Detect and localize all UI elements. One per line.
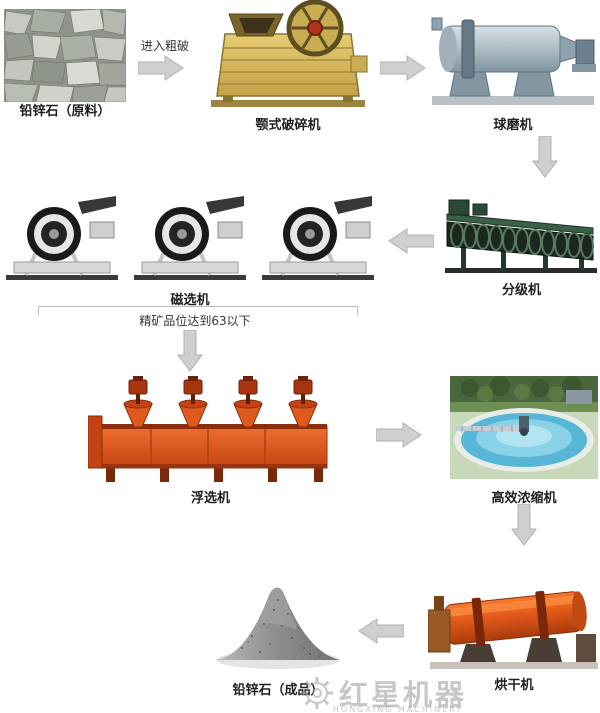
magnetic-separator-photo-1: [2, 196, 122, 280]
arrow-raw-to-crusher-icon: [138, 55, 184, 81]
ball-mill-label: 球磨机: [493, 118, 533, 133]
rocks-illustration: [4, 9, 126, 102]
classifier-photo: [443, 184, 600, 276]
crush-arrow-note: 进入粗破: [140, 39, 189, 53]
thickener-photo: [450, 376, 598, 479]
thickener-label: 高效浓缩机: [491, 491, 557, 506]
gear-logo-icon: [301, 677, 333, 709]
dryer-photo: [428, 556, 600, 674]
ball-mill-illustration: [431, 17, 596, 105]
flotation-illustration: [88, 376, 328, 482]
raw-material-photo: [4, 9, 126, 102]
arrow-thickener-to-dryer-icon: [511, 504, 537, 546]
magnetic-separator-illustration: [262, 196, 374, 280]
dryer-illustration: [428, 590, 598, 669]
magnetic-group-bracket: [38, 306, 358, 315]
ball-mill-photo: [428, 4, 598, 111]
arrow-magnetic-to-flotation-icon: [177, 330, 203, 372]
arrow-flotation-to-thickener-icon: [376, 422, 422, 448]
powder-pile-illustration: [216, 587, 340, 669]
arrow-crusher-to-ballmill-icon: [380, 55, 426, 81]
magnetic-separator-photo-2: [130, 196, 250, 280]
watermark-brand: 红星机器: [339, 678, 468, 712]
jaw-crusher-illustration: [211, 0, 368, 107]
flotation-photo: [88, 372, 333, 484]
flotation-label: 浮选机: [190, 491, 230, 506]
classifier-illustration: [445, 199, 597, 273]
thickener-illustration: [450, 376, 598, 479]
classifier-label: 分级机: [501, 283, 541, 298]
jaw-crusher-label: 颚式破碎机: [255, 118, 321, 133]
arrow-ballmill-to-classifier-icon: [532, 136, 558, 178]
raw-material-label: 铅锌石（原料）: [19, 104, 111, 119]
arrow-dryer-to-product-icon: [358, 618, 404, 644]
magnetic-separator-illustration: [134, 196, 246, 280]
dryer-label: 烘干机: [494, 678, 534, 693]
arrow-classifier-to-magnetic-icon: [388, 228, 434, 254]
watermark-subtext: HONGXING MACHINERY: [332, 705, 464, 713]
product-label: 铅锌石（成品）: [232, 683, 324, 698]
product-photo: [212, 566, 344, 671]
magnetic-separator-illustration: [6, 196, 118, 280]
magnetic-separator-photo-3: [258, 196, 378, 280]
magnetic-separator-label: 磁选机: [170, 293, 210, 308]
grade-note: 精矿品位达到63以下: [139, 314, 251, 328]
jaw-crusher-photo: [203, 0, 373, 112]
watermark: 红星机器: [300, 672, 467, 713]
